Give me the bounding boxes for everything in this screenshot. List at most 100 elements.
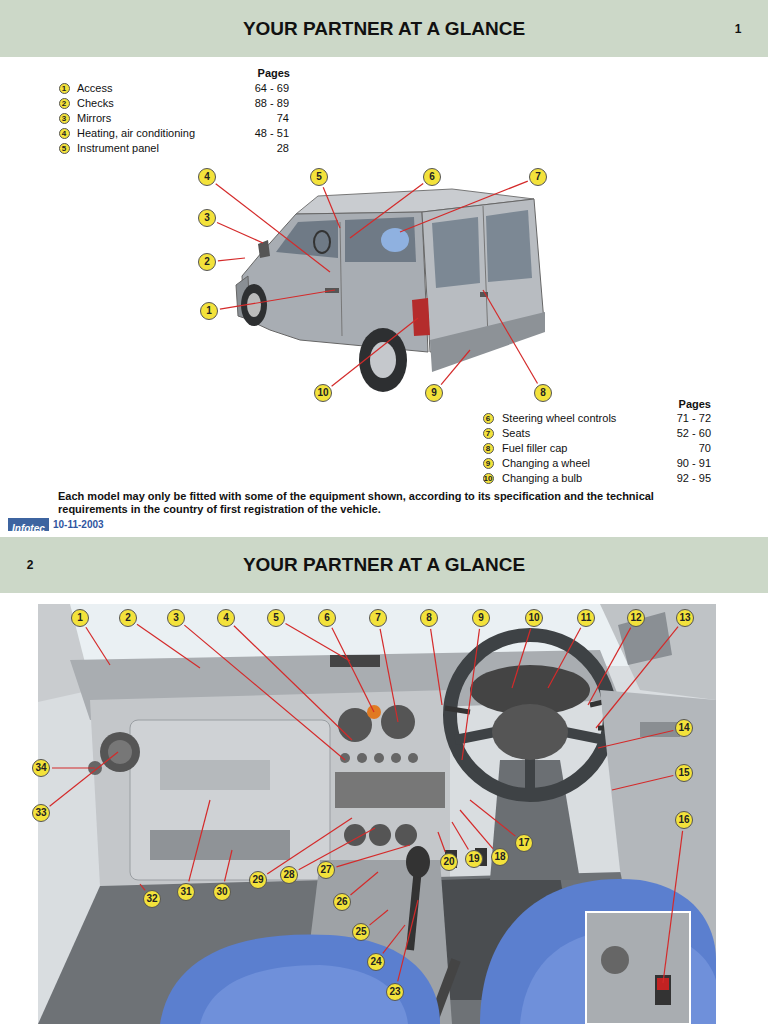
leader-line [462, 629, 480, 760]
page-heading: YOUR PARTNER AT A GLANCE [60, 18, 708, 40]
callout-number: 8 [420, 609, 438, 627]
header-band: YOUR PARTNER AT A GLANCE1 [0, 0, 768, 57]
callout-number: 3 [167, 609, 185, 627]
leader-line [140, 884, 145, 890]
callout-number: 4 [217, 609, 235, 627]
list-bullet-number: 1 [59, 83, 70, 94]
callout-number: 3 [198, 209, 216, 227]
leader-line [400, 181, 528, 232]
list-bullet-number: 8 [483, 443, 494, 454]
leader-line [217, 223, 263, 244]
callout-number: 1 [200, 302, 218, 320]
callout-number: 15 [675, 764, 693, 782]
leader-line [267, 818, 352, 874]
leader-line [431, 629, 442, 705]
callout-number: 9 [425, 384, 443, 402]
leader-line [398, 900, 418, 981]
leader-line [350, 184, 423, 238]
callout-number: 5 [267, 609, 285, 627]
page-number: 1 [708, 22, 768, 36]
page-reference: 90 - 91 [677, 457, 711, 470]
leader-line [50, 752, 118, 806]
page-reference: 64 - 69 [255, 82, 289, 95]
leader-line [663, 831, 683, 983]
date-stamp: 10-11-2003 [53, 518, 104, 531]
leader-line [234, 626, 352, 740]
callout-number: 2 [119, 609, 137, 627]
leader-line [86, 627, 110, 665]
list-bullet-number: 5 [59, 143, 70, 154]
callout-number: 4 [198, 168, 216, 186]
leader-line [323, 187, 340, 228]
callout-number: 1 [71, 609, 89, 627]
leader-line [441, 350, 470, 385]
list-item: Mirrors [77, 112, 111, 125]
leader-line [216, 184, 330, 272]
callout-number: 16 [675, 811, 693, 829]
leader-line [351, 872, 379, 895]
logo-text: Infotec [12, 523, 45, 534]
callout-number: 13 [676, 609, 694, 627]
callout-number: 6 [423, 168, 441, 186]
callout-number: 7 [529, 168, 547, 186]
leader-line [299, 828, 375, 870]
leader-line [512, 629, 531, 689]
page-reference: 70 [699, 442, 711, 455]
leader-line [470, 800, 515, 836]
leader-line [332, 628, 374, 712]
list-item: Changing a wheel [502, 457, 590, 470]
list-item: Checks [77, 97, 114, 110]
callout-number: 8 [534, 384, 552, 402]
list-bullet-number: 6 [483, 413, 494, 424]
leader-line [337, 845, 411, 867]
leader-line [452, 822, 468, 850]
callout-number: 18 [491, 848, 509, 866]
list-bullet-number: 9 [483, 458, 494, 469]
page-reference: 92 - 95 [677, 472, 711, 485]
page-heading: YOUR PARTNER AT A GLANCE [60, 554, 708, 576]
page-reference: 28 [277, 142, 289, 155]
callout-number: 6 [318, 609, 336, 627]
page-reference: 52 - 60 [677, 427, 711, 440]
leader-line [52, 767, 95, 768]
list-item: Steering wheel controls [502, 412, 616, 425]
callout-number: 32 [143, 890, 161, 908]
callout-number: 7 [369, 609, 387, 627]
callout-number: 25 [352, 923, 370, 941]
callout-number: 29 [249, 871, 267, 889]
footnote: Each model may only be fitted with some … [58, 490, 722, 516]
list-bullet-number: 4 [59, 128, 70, 139]
leader-line [370, 910, 389, 925]
dashboard-photo [38, 604, 716, 1024]
callout-number: 5 [310, 168, 328, 186]
leader-line [225, 850, 233, 881]
leader-line [218, 258, 245, 261]
leader-line [548, 628, 581, 688]
list-bullet-number: 10 [483, 473, 494, 484]
leader-line [483, 290, 538, 384]
callout-number: 30 [213, 883, 231, 901]
callout-number: 33 [32, 804, 50, 822]
page-reference: 48 - 51 [255, 127, 289, 140]
van-illustration [236, 189, 545, 392]
callout-number: 27 [317, 861, 335, 879]
callout-number: 2 [198, 253, 216, 271]
callout-number: 10 [525, 609, 543, 627]
leader-line [184, 625, 345, 760]
callout-number: 12 [627, 609, 645, 627]
column-heading: Pages [258, 67, 290, 80]
callout-number: 34 [32, 759, 50, 777]
callout-number: 23 [386, 983, 404, 1001]
list-item: Access [77, 82, 112, 95]
callout-number: 17 [515, 834, 533, 852]
page-reference: 74 [277, 112, 289, 125]
header-band: 2YOUR PARTNER AT A GLANCE [0, 537, 768, 593]
page-reference: 88 - 89 [255, 97, 289, 110]
callout-number: 20 [440, 853, 458, 871]
callout-number: 26 [333, 893, 351, 911]
callout-number: 11 [577, 609, 595, 627]
list-item: Changing a bulb [502, 472, 582, 485]
leader-line [380, 629, 398, 722]
callout-number: 28 [280, 866, 298, 884]
page-reference: 71 - 72 [677, 412, 711, 425]
